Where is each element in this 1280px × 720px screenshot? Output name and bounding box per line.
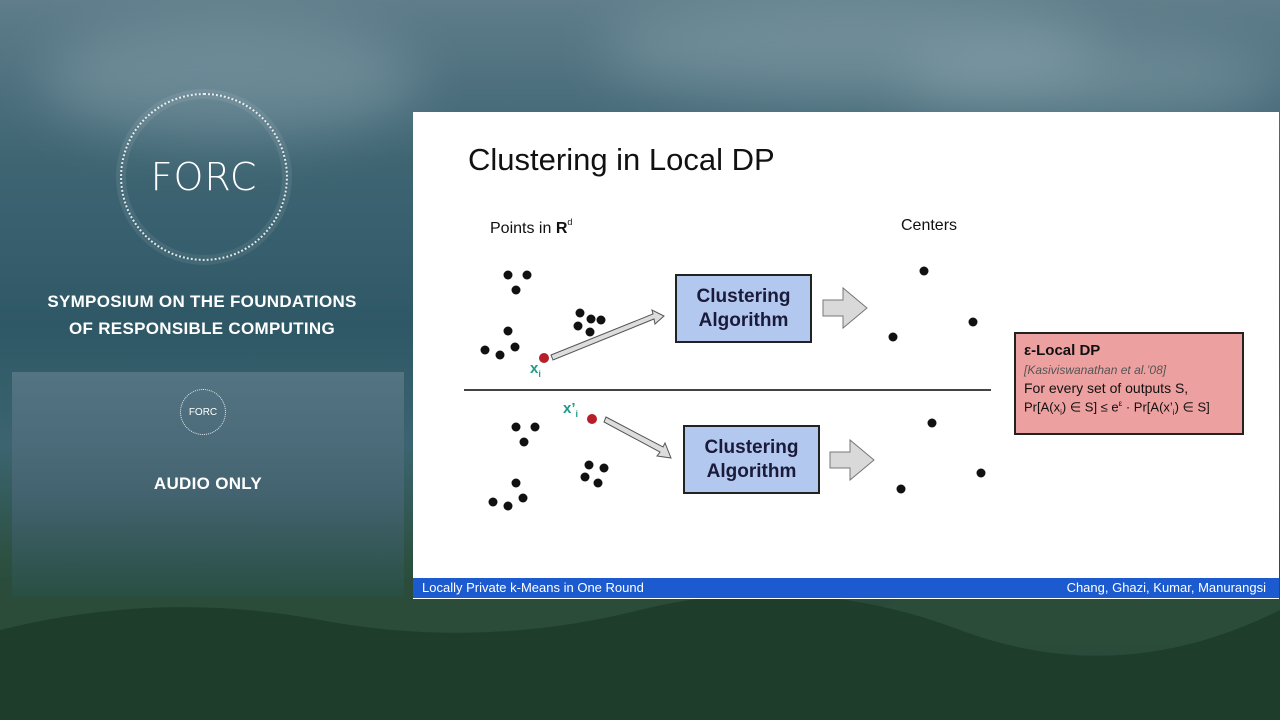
xi-prime-label: x’i: [563, 400, 578, 419]
local-dp-definition-box: ε-Local DP [Kasiviswanathan et al.’08] F…: [1014, 332, 1244, 435]
xi-prime-sub: i: [575, 409, 579, 419]
algo-top-line-1: Clustering: [696, 286, 791, 307]
block-arrow-icon: [829, 438, 875, 482]
top-centers: [888, 266, 978, 342]
background-cloud: [900, 40, 1280, 120]
forc-small-logo-text: FORC: [188, 406, 218, 418]
footer-authors: Chang, Ghazi, Kumar, Manurangsi: [1066, 580, 1266, 595]
forc-logo-text: FORC: [150, 155, 258, 199]
forc-logo: FORC: [120, 93, 288, 261]
presentation-slide: Clustering in Local DP Points in Rd Cent…: [413, 112, 1279, 599]
dp-formula-sub2: i: [1172, 407, 1175, 417]
symposium-line-1: SYMPOSIUM ON THE FOUNDATIONS: [47, 292, 357, 311]
dp-title: ε-Local DP: [1024, 342, 1101, 359]
algo-bottom-line-1: Clustering: [704, 437, 799, 458]
dp-formula-sup: ε: [1118, 399, 1123, 408]
dp-formula: Pr[A(xi) ∈ S] ≤ eε · Pr[A(x’i) ∈ S]: [1024, 399, 1242, 417]
audio-only-panel: FORC AUDIO ONLY: [12, 372, 404, 596]
bottom-centers: [896, 418, 986, 494]
algo-bottom-line-2: Algorithm: [706, 461, 797, 482]
xi-prime-text: x’: [563, 400, 576, 417]
clustering-diagram: [480, 266, 986, 511]
dp-formula-a: Pr[A(x: [1024, 399, 1061, 415]
centers-label: Centers: [901, 217, 958, 234]
block-arrow-icon: [822, 286, 868, 330]
dp-citation: [Kasiviswanathan et al.’08]: [1024, 363, 1167, 377]
dp-formula-d: ) ∈ S]: [1174, 399, 1210, 415]
divider-line: [464, 389, 991, 391]
xi-sub: i: [538, 369, 541, 379]
xi-label: xi: [530, 360, 541, 379]
top-points: [480, 270, 606, 360]
algo-top-line-2: Algorithm: [698, 310, 789, 331]
xi-prime-point: [587, 414, 597, 424]
arrow-right-icon: [550, 309, 665, 361]
clustering-algorithm-box-top: Clustering Algorithm: [675, 274, 812, 343]
slide-footer: Locally Private k-Means in One Round Cha…: [413, 578, 1279, 598]
points-label-prefix: Points in: [490, 220, 556, 237]
footer-title: Locally Private k-Means in One Round: [422, 580, 644, 595]
bottom-points: [488, 422, 609, 511]
background-cloud: [600, 0, 1100, 100]
dp-statement: For every set of outputs S,: [1024, 380, 1189, 396]
symposium-line-2: OF RESPONSIBLE COMPUTING: [69, 319, 335, 338]
slide-title: Clustering in Local DP: [468, 142, 775, 177]
clustering-algorithm-box-bottom: Clustering Algorithm: [683, 425, 820, 494]
dp-formula-c: · Pr[A(x’: [1122, 399, 1173, 415]
arrow-right-icon: [603, 416, 672, 459]
audio-only-label: AUDIO ONLY: [153, 474, 263, 493]
points-label-bold: R: [555, 220, 568, 237]
dp-formula-b: ) ∈ S] ≤ e: [1061, 399, 1119, 415]
points-label: Points in Rd: [490, 217, 572, 238]
forc-small-logo: FORC: [180, 389, 226, 435]
xi-point: [539, 353, 549, 363]
dp-formula-sub1: i: [1060, 407, 1062, 417]
symposium-title: SYMPOSIUM ON THE FOUNDATIONS OF RESPONSI…: [0, 288, 404, 342]
points-label-sup: d: [567, 217, 573, 227]
xi-text: x: [530, 360, 539, 377]
